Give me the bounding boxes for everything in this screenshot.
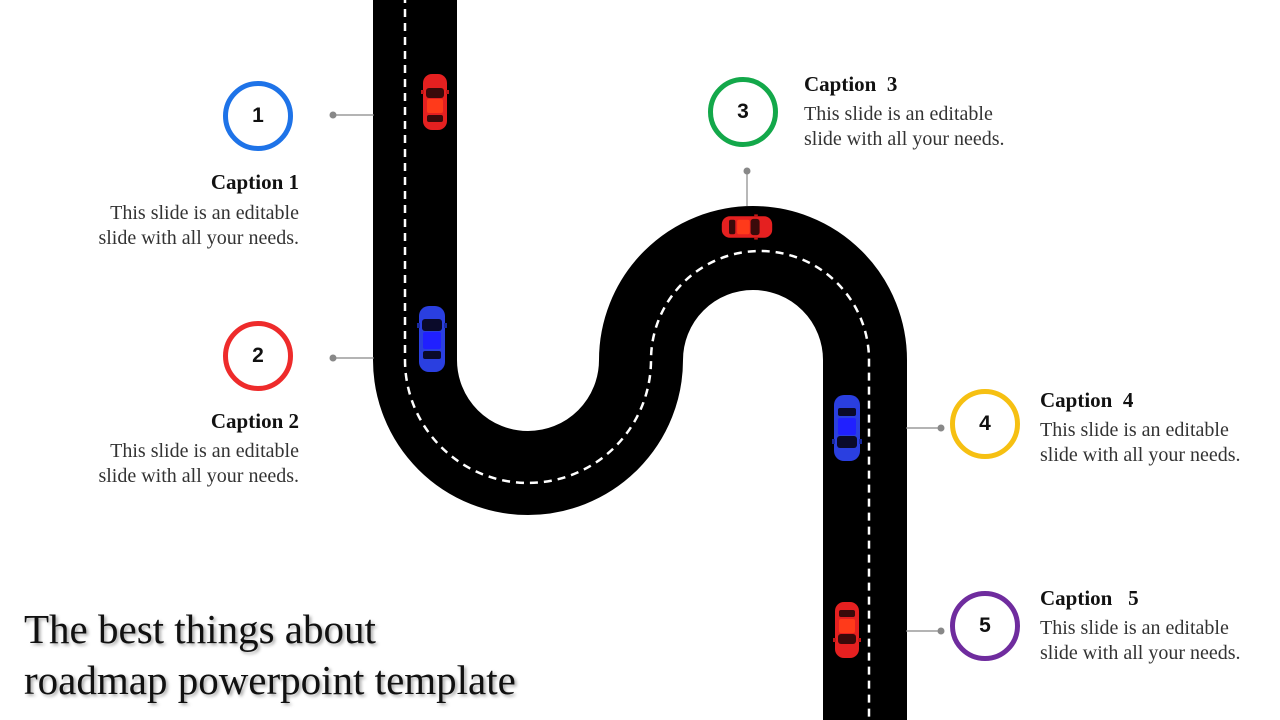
caption-4-line-2: slide with all your needs. (1040, 444, 1241, 466)
caption-5-line-1: This slide is an editable (1040, 617, 1229, 639)
caption-5-title: Caption 5 (1040, 586, 1139, 610)
step-marker-4: 4 (950, 389, 1020, 459)
connector-2 (329, 354, 374, 362)
slide-title-line-1: The best things about (24, 606, 376, 652)
caption-2-line-1: This slide is an editable (110, 440, 299, 462)
step-marker-2: 2 (223, 321, 293, 391)
step-marker-3: 3 (708, 77, 778, 147)
connector-4 (906, 424, 945, 432)
caption-4-line-1: This slide is an editable (1040, 419, 1229, 441)
caption-2-body: This slide is an editable slide with all… (98, 439, 299, 489)
caption-5-body: This slide is an editable slide with all… (1040, 616, 1241, 666)
connector-5 (906, 627, 945, 635)
lane-divider (403, 0, 871, 720)
caption-3-line-2: slide with all your needs. (804, 128, 1005, 150)
caption-5-line-2: slide with all your needs. (1040, 642, 1241, 664)
caption-3-line-1: This slide is an editable (804, 103, 993, 125)
connector-1 (329, 111, 374, 119)
caption-1-line-2: slide with all your needs. (98, 227, 299, 249)
slide-title: The best things about roadmap powerpoint… (24, 604, 516, 706)
car-red-2 (721, 214, 773, 240)
step-marker-1: 1 (223, 81, 293, 151)
car-blue-2 (832, 395, 862, 461)
car-red-3 (833, 602, 861, 658)
caption-2-title: Caption 2 (210, 409, 299, 433)
caption-4-body: This slide is an editable slide with all… (1040, 418, 1241, 468)
caption-1-title: Caption 1 (210, 170, 299, 194)
caption-4-title: Caption 4 (1040, 388, 1134, 412)
caption-1-body: This slide is an editable slide with all… (98, 201, 299, 251)
connector-3 (743, 167, 751, 206)
caption-3-body: This slide is an editable slide with all… (804, 102, 1005, 152)
caption-3-title: Caption 3 (804, 72, 898, 96)
caption-1-line-1: This slide is an editable (110, 202, 299, 224)
car-blue-1 (417, 306, 447, 372)
slide-title-line-2: roadmap powerpoint template (24, 657, 516, 703)
caption-2-line-2: slide with all your needs. (98, 465, 299, 487)
step-marker-5: 5 (950, 591, 1020, 661)
car-red-1 (421, 74, 449, 130)
